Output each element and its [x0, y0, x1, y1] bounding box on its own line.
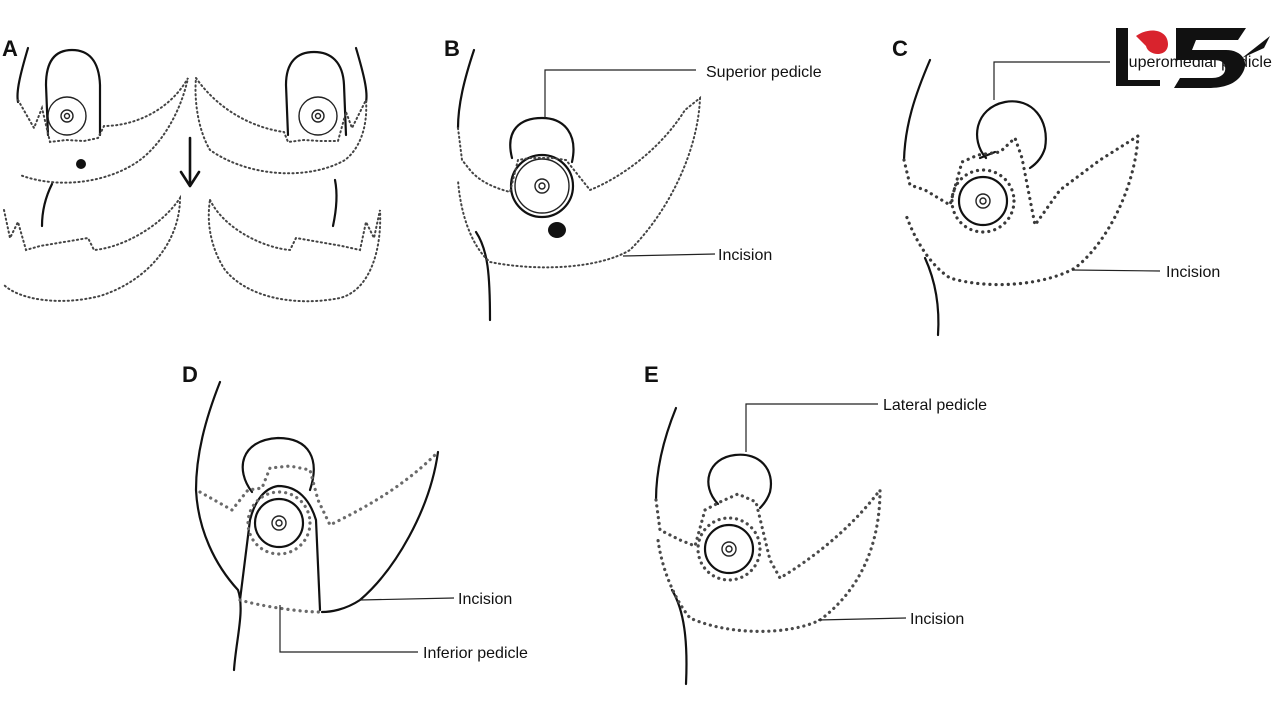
panel-d: D Incision Inferior pedicle	[182, 362, 528, 672]
panel-c-letter: C	[892, 36, 908, 61]
torso-right-outline	[354, 46, 368, 104]
b-pedicle-cap	[509, 116, 575, 164]
logo-letter-l-icon	[1116, 28, 1160, 86]
d-upper-incision-dots	[198, 450, 440, 528]
e-incision-leader	[817, 617, 907, 621]
arrow-down-icon	[179, 170, 201, 188]
d-pedicle-label: Inferior pedicle	[423, 645, 528, 662]
d-incision-leader	[359, 597, 455, 601]
d-upper-cap	[241, 436, 315, 494]
e-nipple-outer	[721, 541, 737, 557]
e-nipple-inner	[725, 545, 733, 553]
c-body-outline-lower	[923, 256, 940, 337]
waist-left-outline	[40, 182, 54, 228]
panel-a-letter: A	[2, 36, 18, 61]
c-pedicle-leader	[993, 61, 1110, 100]
b-body-outline-lower	[474, 230, 492, 322]
panel-e: E Lateral pedicle Incision	[644, 362, 987, 686]
c-nipple-inner	[979, 197, 987, 205]
c-body-outline-upper	[902, 58, 932, 162]
panel-e-letter: E	[644, 362, 659, 387]
left-top-incision	[17, 77, 189, 184]
panel-b: B Superior pedicle Incision	[444, 36, 822, 322]
e-areola	[703, 523, 755, 575]
b-incision-dots	[457, 95, 702, 269]
e-incision-label: Incision	[910, 611, 964, 628]
c-areola-dots	[950, 168, 1016, 234]
b-areola-outer	[509, 153, 575, 219]
d-nipple-outer	[271, 515, 287, 531]
e-body-outline-upper	[654, 406, 678, 502]
logo-slash-icon	[1242, 36, 1270, 58]
b-pedicle-leader	[544, 69, 696, 118]
c-incision-label: Incision	[1166, 264, 1220, 281]
d-right-contour	[320, 450, 440, 614]
e-pedicle-cap	[707, 453, 773, 510]
b-nipple-inner	[538, 182, 546, 190]
left-nipple-outer	[60, 109, 74, 123]
left-bottom-incision	[3, 194, 182, 302]
right-areola	[298, 96, 338, 136]
b-nipple-outer	[534, 178, 550, 194]
site-logo	[1116, 28, 1270, 88]
logo-red-swoosh-icon	[1136, 30, 1168, 54]
panel-b-letter: B	[444, 36, 460, 61]
left-keyhole-outline	[44, 48, 102, 137]
d-incision-label: Incision	[458, 591, 512, 608]
c-incision-leader	[1071, 269, 1161, 272]
left-marker-dot	[76, 159, 86, 169]
e-pedicle-leader	[745, 403, 878, 452]
right-bottom-incision	[207, 199, 382, 303]
panel-d-letter: D	[182, 362, 198, 387]
right-top-incision	[194, 77, 368, 175]
c-nipple-outer	[975, 193, 991, 209]
d-inferior-pedicle-outline	[238, 484, 322, 612]
b-body-outline-upper	[456, 48, 476, 130]
e-pedicle-label: Lateral pedicle	[883, 397, 987, 414]
c-areola	[957, 175, 1009, 227]
right-nipple-inner	[314, 112, 322, 120]
e-body-outline-lower	[670, 588, 688, 686]
e-areola-dots	[696, 516, 762, 582]
b-incision-leader	[622, 253, 716, 257]
panel-a: A	[2, 36, 382, 303]
b-marker-dot	[548, 222, 566, 238]
torso-left-outline	[16, 46, 30, 104]
waist-right-outline	[331, 178, 338, 228]
c-pedicle-cap	[976, 100, 1047, 170]
e-incision-dots	[654, 485, 882, 633]
b-areola-inner	[514, 158, 570, 214]
logo-letter-s-icon	[1174, 28, 1246, 88]
b-incision-label: Incision	[718, 247, 772, 264]
left-nipple-inner	[63, 112, 71, 120]
b-pedicle-label: Superior pedicle	[706, 64, 822, 81]
d-nipple-inner	[275, 519, 283, 527]
left-areola	[47, 96, 87, 136]
right-nipple-outer	[311, 109, 325, 123]
d-areola-dots	[246, 490, 312, 556]
d-lower-incision-dots	[238, 598, 322, 614]
c-incision-dots	[902, 132, 1140, 287]
right-keyhole-outline	[284, 50, 348, 137]
d-pedicle-leader	[279, 605, 418, 653]
d-body-outline	[194, 380, 242, 672]
d-areola	[253, 497, 305, 549]
